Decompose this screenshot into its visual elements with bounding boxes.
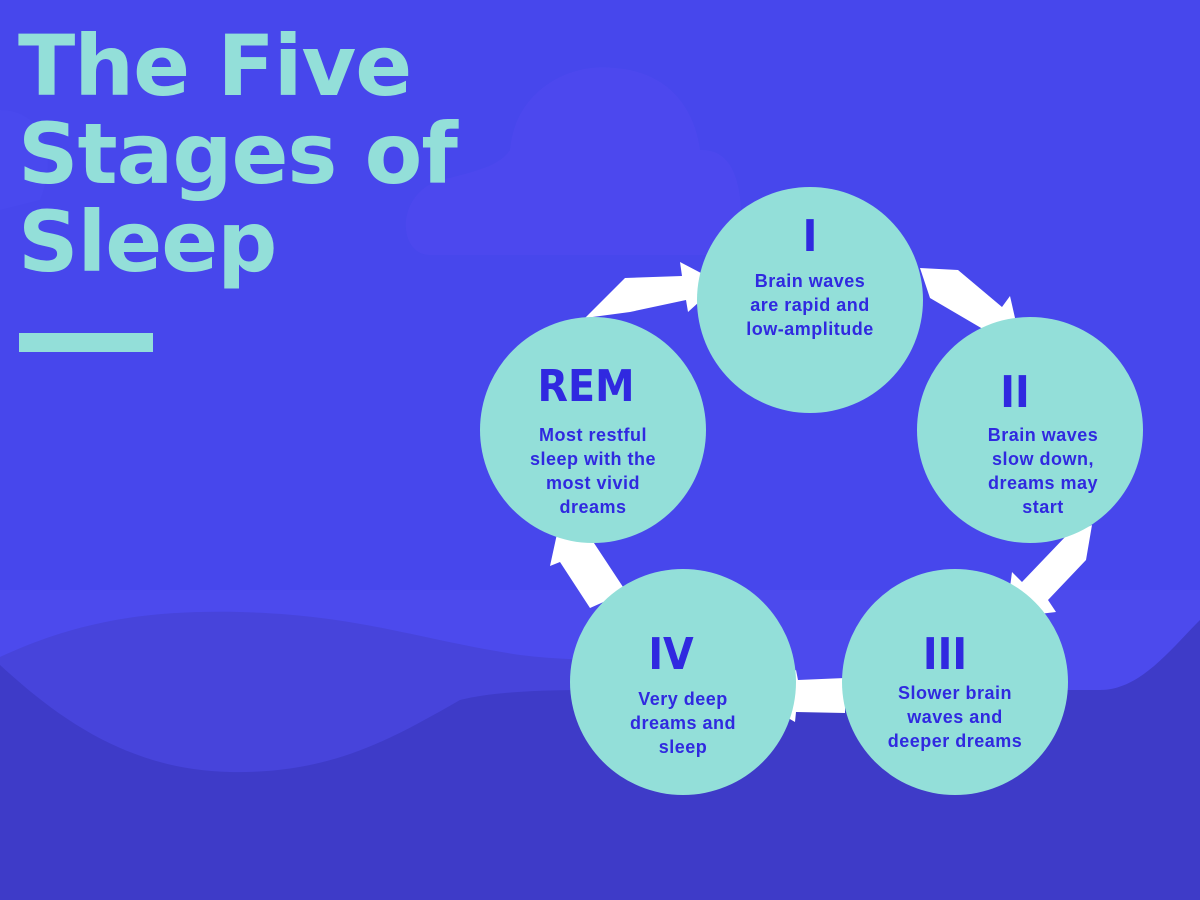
stage-circle-2: II Brain waves slow down, dreams may sta… [917,317,1143,543]
stage-description: Brain waves are rapid and low-amplitude [746,271,874,339]
stage-circle-3: III Slower brain waves and deeper dreams [842,569,1068,795]
stage-description: Very deep dreams and sleep [629,689,737,757]
page-title: The Five Stages of Sleep [18,17,458,291]
stage-circle-1: I Brain waves are rapid and low-amplitud… [697,187,923,413]
stage-numeral: II [1000,367,1030,418]
cloud-shape-left [0,110,48,210]
stage-circle-rem: REM Most restful sleep with the most viv… [480,317,706,543]
stage-numeral: IV [648,629,694,680]
cloud-shape [405,67,742,255]
title-line-1: The Five [18,17,412,115]
stage-numeral: I [802,211,818,262]
stage-description: Most restful sleep with the most vivid d… [529,425,657,517]
stage-circle-4: IV Very deep dreams and sleep [570,569,796,795]
stage-numeral: III [922,629,968,680]
stage-numeral: REM [537,361,635,412]
title-underline-divider [19,333,153,352]
title-line-2: Stages of [18,105,458,203]
stage-description: Slower brain waves and deeper dreams [887,683,1023,751]
stage-description: Brain waves slow down, dreams may start [987,425,1099,517]
title-line-3: Sleep [18,193,277,291]
